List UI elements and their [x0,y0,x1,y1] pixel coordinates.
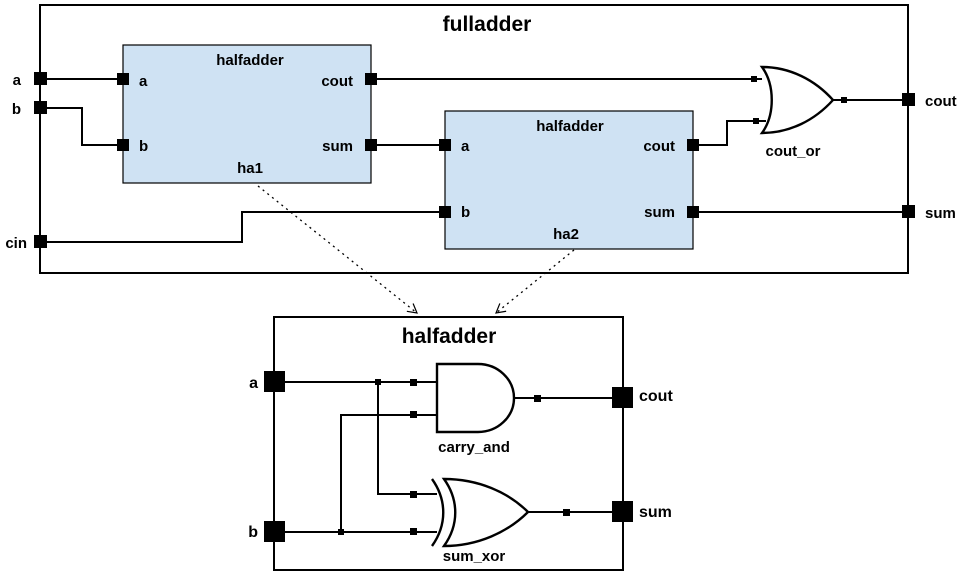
ha1-expansion-arrow [257,185,418,314]
halfadder-port-cout[interactable] [612,387,633,408]
halfadder-port-a[interactable] [264,371,285,392]
or-output-pin [841,97,847,103]
carry-and-label: carry_and [438,439,510,456]
ha1-instance-label: ha1 [237,160,263,177]
ha2-port-cout-label: cout [643,138,675,155]
fulladder-port-cout[interactable] [902,93,915,106]
halfadder-detail-title: halfadder [402,325,497,348]
or-gate-icon[interactable] [759,65,835,135]
junction-b [338,529,344,535]
fulladder-wires [41,78,908,243]
ha1-block[interactable] [122,44,372,184]
halfadder-port-sum[interactable] [612,501,633,522]
ha2-port-b-label: b [461,204,470,221]
fulladder-port-b-label: b [12,101,21,118]
ha1-pin-a[interactable] [117,73,129,85]
ha1-type-label: halfadder [216,52,284,69]
or-input-b-pin [753,118,759,124]
halfadder-port-cout-label: cout [639,388,673,405]
fulladder-port-cin-label: cin [5,235,27,252]
fulladder-port-cin[interactable] [34,235,47,248]
and-input-b-pin [410,411,417,418]
sum-xor-label: sum_xor [443,548,506,565]
ha2-pin-cout[interactable] [687,139,699,151]
and-input-a-pin [410,379,417,386]
cout-or-label: cout_or [765,143,820,160]
ha2-type-label: halfadder [536,118,604,135]
ha1-pin-b[interactable] [117,139,129,151]
ha2-pin-sum[interactable] [687,206,699,218]
and-output-pin [534,395,541,402]
ha2-port-a-label: a [461,138,470,155]
fulladder-port-sum[interactable] [902,205,915,218]
and-gate-icon[interactable] [435,362,516,434]
ha1-port-b-label: b [139,138,148,155]
ha1-port-cout-label: cout [321,73,353,90]
halfadder-port-sum-label: sum [639,504,672,521]
fulladder-port-sum-label: sum [925,205,956,222]
fulladder-port-a[interactable] [34,72,47,85]
xor-input-a-pin [410,491,417,498]
fulladder-title: fulladder [443,13,532,36]
ha1-pin-sum[interactable] [365,139,377,151]
xor-gate-icon[interactable] [431,477,530,548]
xor-output-pin [563,509,570,516]
ha2-instance-label: ha2 [553,226,579,243]
fulladder-port-b[interactable] [34,101,47,114]
ha2-block[interactable] [444,110,694,250]
ha2-port-sum-label: sum [644,204,675,221]
fulladder-port-cout-label: cout [925,93,957,110]
halfadder-port-b[interactable] [264,521,285,542]
fulladder-port-a-label: a [13,72,22,89]
or-input-a-pin [751,76,757,82]
ha2-pin-b[interactable] [439,206,451,218]
ha1-port-a-label: a [139,73,148,90]
halfadder-detail-frame [273,316,624,571]
xor-input-b-pin [410,528,417,535]
halfadder-port-a-label: a [249,375,258,392]
junction-a [375,379,381,385]
ha1-port-sum-label: sum [322,138,353,155]
ha1-pin-cout[interactable] [365,73,377,85]
halfadder-port-b-label: b [248,524,258,541]
ha2-pin-a[interactable] [439,139,451,151]
